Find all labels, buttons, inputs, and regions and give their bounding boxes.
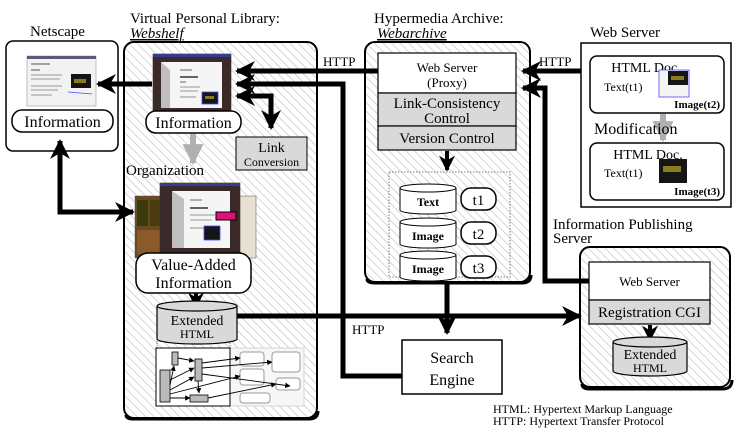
html-doc-before — [589, 55, 725, 114]
connectors — [50, 61, 589, 379]
registration-cgi-label: Registration CGI — [598, 305, 701, 321]
webshelf-title: Virtual Personal Library: — [130, 11, 280, 27]
publishing-title-line1: Information Publishing — [553, 217, 693, 233]
storage-version: t1 — [473, 193, 485, 209]
webarchive-subtitle: Webarchive — [377, 26, 447, 42]
netscape-information-badge — [11, 109, 114, 133]
http-label-search: HTTP — [352, 322, 385, 337]
webshelf-info-screenshot — [152, 53, 232, 115]
link-consistency-box — [377, 92, 517, 127]
value-added-line1: Value-Added — [151, 257, 235, 274]
search-to-webshelf-arrow — [235, 74, 402, 379]
webshelf-subtitle: Webshelf — [130, 26, 185, 42]
search-engine-line1: Search — [430, 350, 474, 367]
registration-cgi-box — [588, 299, 711, 325]
pink-marker — [215, 211, 237, 221]
search-engine-line2: Engine — [429, 372, 474, 389]
doc-image-label: Image(t2) — [674, 99, 720, 111]
proxy-web-server-line1: Web Server — [417, 60, 478, 75]
webarchive-title: Hypermedia Archive: — [374, 11, 504, 27]
http-label-remote: HTTP — [539, 54, 572, 69]
webarchive-group: Hypermedia Archive: Webarchive Web Serve… — [364, 11, 533, 285]
storage-kind: Text — [417, 195, 439, 209]
search-engine-box — [401, 339, 503, 395]
link-consistency-line1: Link-Consistency — [394, 96, 501, 112]
netscape-information-label: Information — [24, 114, 100, 131]
storage-kind: Image — [412, 229, 445, 243]
publishing-extended-line2: HTML — [633, 361, 667, 375]
publishing-web-server-label: Web Server — [619, 274, 680, 289]
html-doc-after — [589, 142, 725, 201]
storage-text-t1: Text t1 — [399, 183, 497, 215]
link-conversion-box — [235, 136, 308, 171]
webshelf-group: Virtual Personal Library: Webshelf Infor… — [123, 11, 320, 421]
value-added-line2: Information — [155, 275, 231, 292]
webshelf-extended-html-db: Extended HTML — [156, 300, 238, 345]
webshelf-extended-line2: HTML — [180, 327, 214, 341]
link-conversion-line1: Link — [258, 141, 284, 156]
http-label-proxy: HTTP — [323, 54, 356, 69]
legend-http: HTTP: Hypertext Transfer Protocol — [493, 414, 665, 428]
publishing-web-server-box — [588, 261, 711, 301]
publishing-server-group: Information Publishing Server Web Server… — [553, 217, 734, 391]
proxy-web-server-box — [377, 52, 517, 94]
remote-web-server-title: Web Server — [590, 25, 660, 41]
publishing-extended-line1: Extended — [624, 348, 677, 363]
version-control-label: Version Control — [399, 131, 494, 147]
modification-label: Modification — [594, 121, 678, 138]
version-control-box — [377, 125, 517, 151]
legend: HTML: Hypertext Markup Language HTTP: Hy… — [493, 402, 673, 428]
netscape-to-organization-arrow — [57, 150, 135, 222]
webshelf-information-badge — [145, 110, 242, 134]
netscape-group: Netscape Information — [5, 24, 119, 152]
netscape-label: Netscape — [30, 24, 85, 40]
storage-kind: Image — [412, 262, 445, 276]
search-engine-group: Search Engine — [401, 339, 503, 395]
link-graph — [155, 347, 305, 407]
doc-text: Text(t1) — [604, 166, 642, 180]
publishing-to-proxy-arrow — [521, 78, 589, 284]
legend-html: HTML: Hypertext Markup Language — [493, 402, 673, 416]
storage-image-t2: Image t2 — [399, 217, 497, 249]
webshelf-information-label: Information — [155, 115, 231, 132]
proxy-web-server-line2: (Proxy) — [427, 75, 467, 90]
doc-text: Text(t1) — [604, 80, 642, 94]
organization-label: Organization — [126, 163, 205, 179]
netscape-screenshot — [26, 55, 97, 107]
remote-web-server-group: Web Server HTML Doc. Text(t1) Image(t2) … — [580, 25, 732, 208]
publishing-extended-html-db: Extended HTML — [612, 336, 688, 377]
organization-screenshot — [134, 182, 257, 259]
storage-version: t2 — [473, 227, 485, 243]
publishing-title-line2: Server — [553, 231, 592, 247]
doc-image-label: Image(t3) — [674, 186, 720, 198]
storage-image-t3: Image t3 — [399, 250, 497, 282]
link-conversion-line2: Conversion — [244, 155, 299, 169]
link-consistency-line2: Control — [424, 111, 470, 127]
webshelf-extended-line1: Extended — [171, 314, 224, 329]
storage-version: t3 — [473, 261, 485, 277]
